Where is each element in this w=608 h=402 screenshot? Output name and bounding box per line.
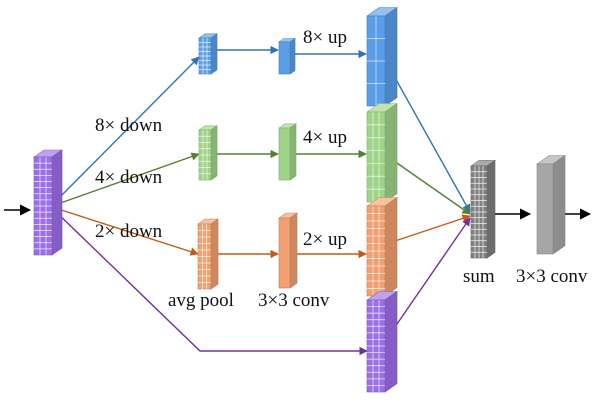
orange-down-arrow — [51, 206, 199, 256]
blue-sum-arrow — [383, 57, 471, 213]
purple-skip-arrow — [51, 207, 368, 356]
purple-skip-map — [366, 291, 398, 393]
label-sum: sum — [463, 266, 495, 287]
label-avg-pool: avg pool — [168, 290, 234, 311]
label-4x-down: 4× down — [95, 167, 163, 188]
green-upsampled-map — [366, 103, 398, 203]
orange-upsampled-map — [366, 197, 398, 297]
green-sum-arrow — [383, 153, 471, 215]
connectors — [4, 45, 592, 356]
green-conv-map — [278, 123, 297, 181]
label-8x-up: 8× up — [303, 27, 347, 48]
sum-feature-map — [470, 159, 496, 259]
blue-down-arrow — [51, 56, 200, 206]
labels: 8× down 4× down 2× down 8× up 4× up 2× u… — [95, 27, 588, 311]
label-conv-out: 3×3 conv — [516, 266, 588, 287]
purple-sum-arrow — [385, 217, 471, 341]
green-pooled-map — [198, 125, 218, 181]
input-feature-map — [33, 149, 63, 256]
orange-conv-map — [278, 212, 298, 289]
label-conv-mid: 3×3 conv — [258, 290, 330, 311]
label-4x-up: 4× up — [303, 127, 347, 148]
blue-conv-map — [278, 37, 296, 75]
output-conv-map — [536, 155, 566, 255]
feature-maps — [33, 7, 566, 393]
blue-upsampled-map — [366, 7, 398, 107]
orange-pooled-map — [197, 218, 219, 290]
orange-sum-arrow — [385, 214, 471, 245]
blue-pooled-map — [198, 33, 218, 75]
label-2x-up: 2× up — [303, 229, 347, 250]
label-2x-down: 2× down — [95, 221, 163, 242]
label-8x-down: 8× down — [95, 115, 163, 136]
green-down-arrow — [51, 152, 200, 207]
